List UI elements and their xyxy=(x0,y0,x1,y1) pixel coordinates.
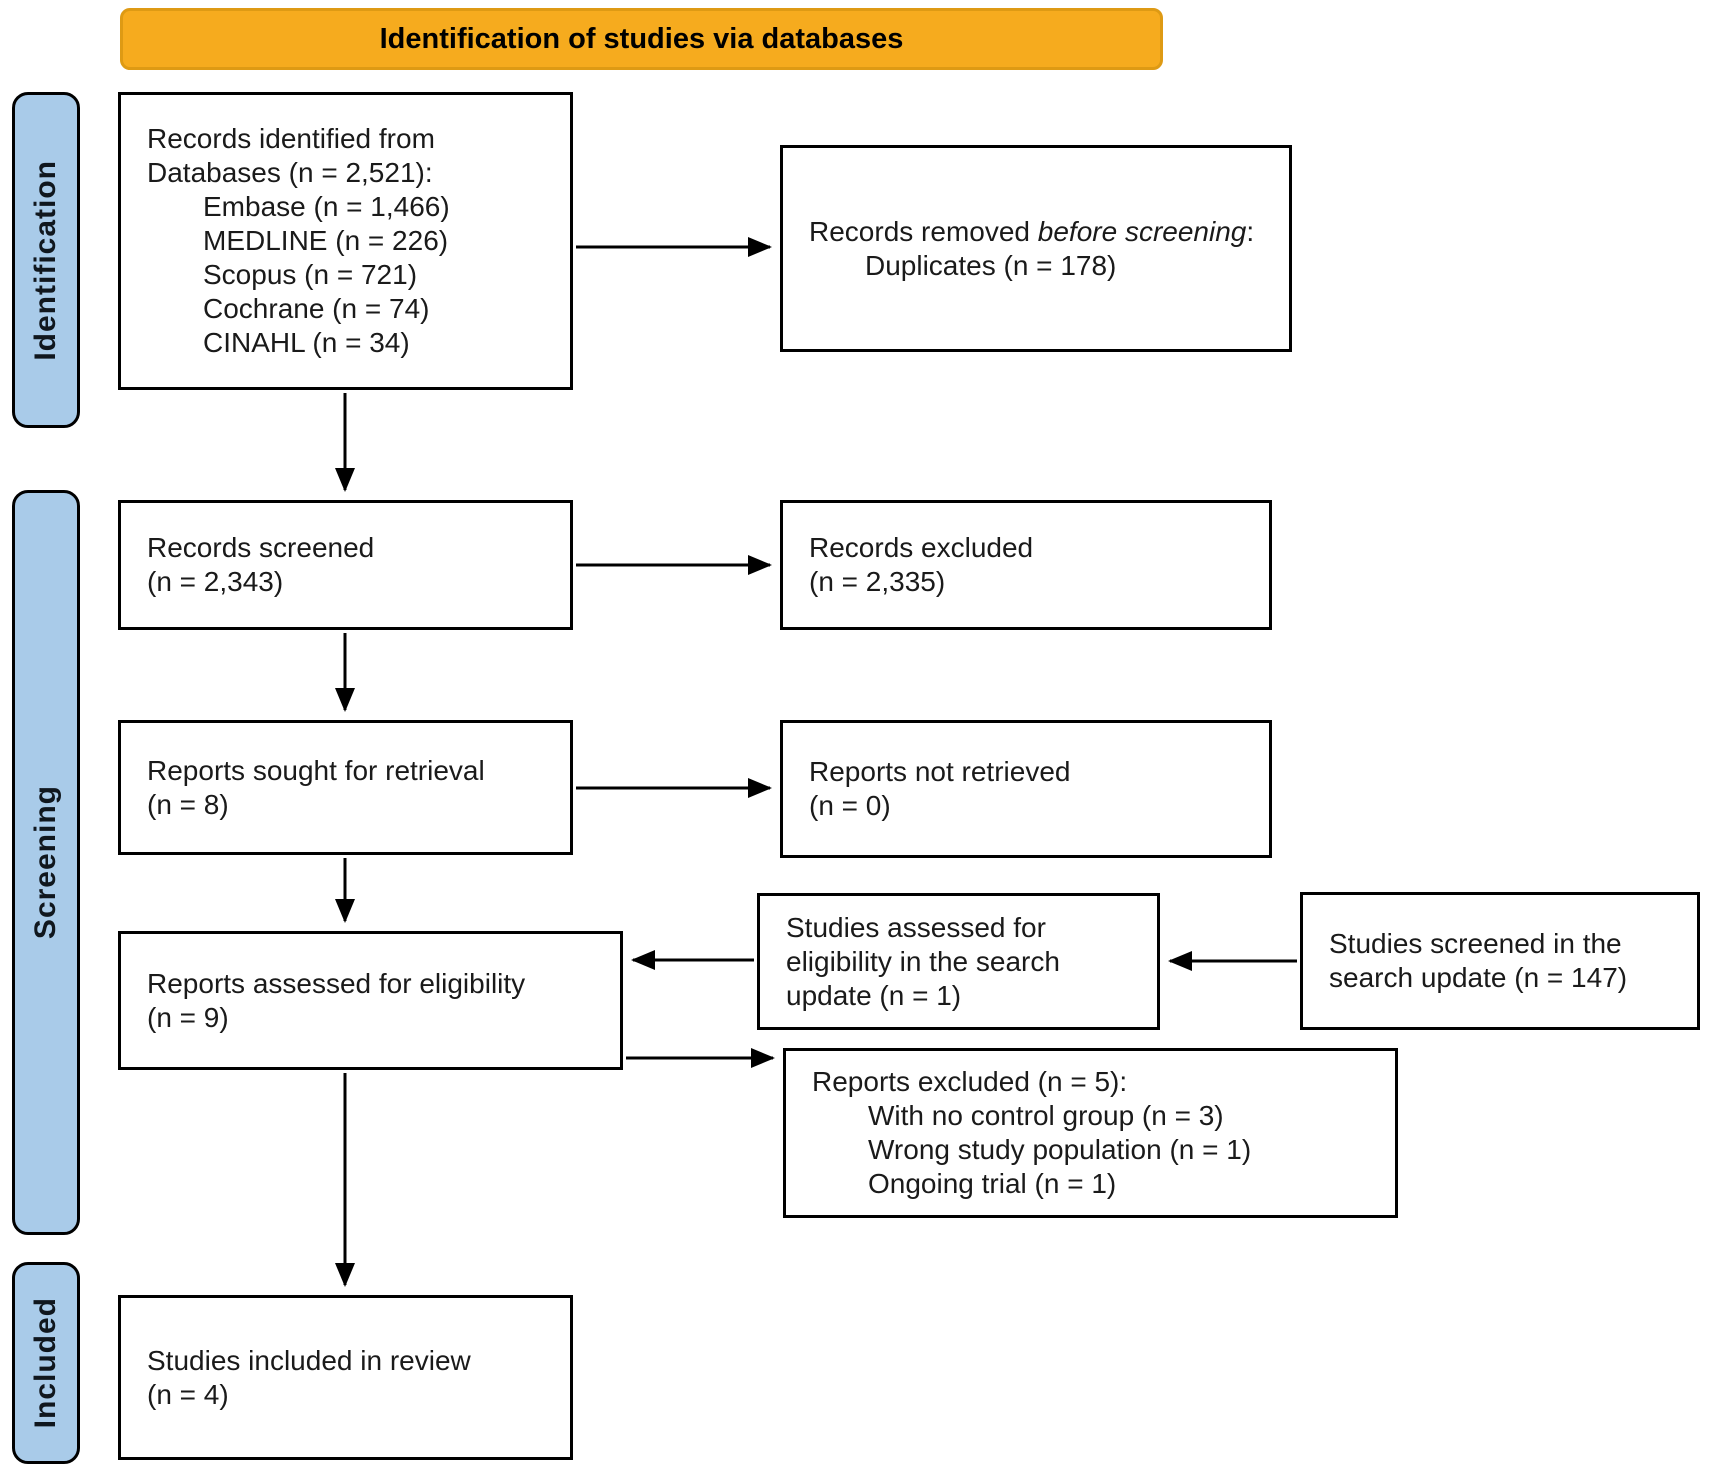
box-text-line: (n = 2,343) xyxy=(147,566,284,597)
list-item: Embase (n = 1,466) xyxy=(203,191,450,222)
list-item: Duplicates (n = 178) xyxy=(865,249,1117,281)
box-text-line: (n = 0) xyxy=(809,790,891,821)
reports-not-retrieved-box: Reports not retrieved (n = 0) xyxy=(780,720,1272,858)
box-text-line: Studies included in review xyxy=(147,1344,471,1376)
box-text-line: search update (n = 147) xyxy=(1329,962,1628,993)
box-text-line: eligibility in the search xyxy=(786,945,1060,977)
box-text-line: Reports sought for retrieval xyxy=(147,754,485,786)
list-item: Ongoing trial (n = 1) xyxy=(868,1168,1117,1199)
studies-assessed-update-box: Studies assessed for eligibility in the … xyxy=(757,893,1160,1030)
box-text-line: (n = 2,335) xyxy=(809,566,946,597)
box-text-line: Records identified from xyxy=(147,123,435,154)
box-text-line: Reports not retrieved xyxy=(809,756,1071,787)
stage-label-text: Identification xyxy=(29,159,62,361)
list-item: With no control group (n = 3) xyxy=(868,1100,1224,1131)
box-text-line: Records removed before screening: xyxy=(809,215,1255,247)
list-item: Wrong study population (n = 1) xyxy=(868,1134,1252,1165)
diagram-title: Identification of studies via databases xyxy=(379,22,904,55)
stage-label-text: Included xyxy=(29,1297,62,1429)
reports-excluded-box: Reports excluded (n = 5): With no contro… xyxy=(783,1048,1398,1218)
stage-label-identification: Identification xyxy=(12,92,80,428)
box-text-line: Records excluded xyxy=(809,532,1034,563)
stage-label-included: Included xyxy=(12,1262,80,1464)
box-text-line: Studies screened in the xyxy=(1329,928,1622,959)
studies-screened-update-box: Studies screened in the search update (n… xyxy=(1300,892,1700,1030)
box-text-line: Studies assessed for xyxy=(786,911,1046,943)
box-text-line: Reports assessed for eligibility xyxy=(147,967,526,999)
box-text-line: (n = 4) xyxy=(147,1378,229,1410)
stage-label-screening: Screening xyxy=(12,490,80,1235)
emphasized-text: before screening xyxy=(1037,215,1247,247)
box-text-line: Records screened xyxy=(147,532,375,563)
list-item: Scopus (n = 721) xyxy=(203,259,418,290)
box-text-line: update (n = 1) xyxy=(786,979,962,1011)
box-text-line: Databases (n = 2,521): xyxy=(147,157,433,188)
box-text-line: (n = 9) xyxy=(147,1001,229,1033)
list-item: Cochrane (n = 74) xyxy=(203,293,430,324)
records-removed-box: Records removed before screening: Duplic… xyxy=(780,145,1292,352)
reports-sought-box: Reports sought for retrieval (n = 8) xyxy=(118,720,573,855)
reports-assessed-box: Reports assessed for eligibility (n = 9) xyxy=(118,931,623,1070)
list-item: MEDLINE (n = 226) xyxy=(203,225,449,256)
records-excluded-box: Records excluded (n = 2,335) xyxy=(780,500,1272,630)
box-text-line: (n = 8) xyxy=(147,788,229,820)
studies-included-box: Studies included in review (n = 4) xyxy=(118,1295,573,1460)
box-text-line: Reports excluded (n = 5): xyxy=(812,1066,1128,1097)
diagram-title-banner: Identification of studies via databases xyxy=(120,8,1163,70)
list-item: CINAHL (n = 34) xyxy=(203,327,410,358)
records-screened-box: Records screened (n = 2,343) xyxy=(118,500,573,630)
stage-label-text: Screening xyxy=(29,785,62,940)
records-identified-box: Records identified from Databases (n = 2… xyxy=(118,92,573,390)
